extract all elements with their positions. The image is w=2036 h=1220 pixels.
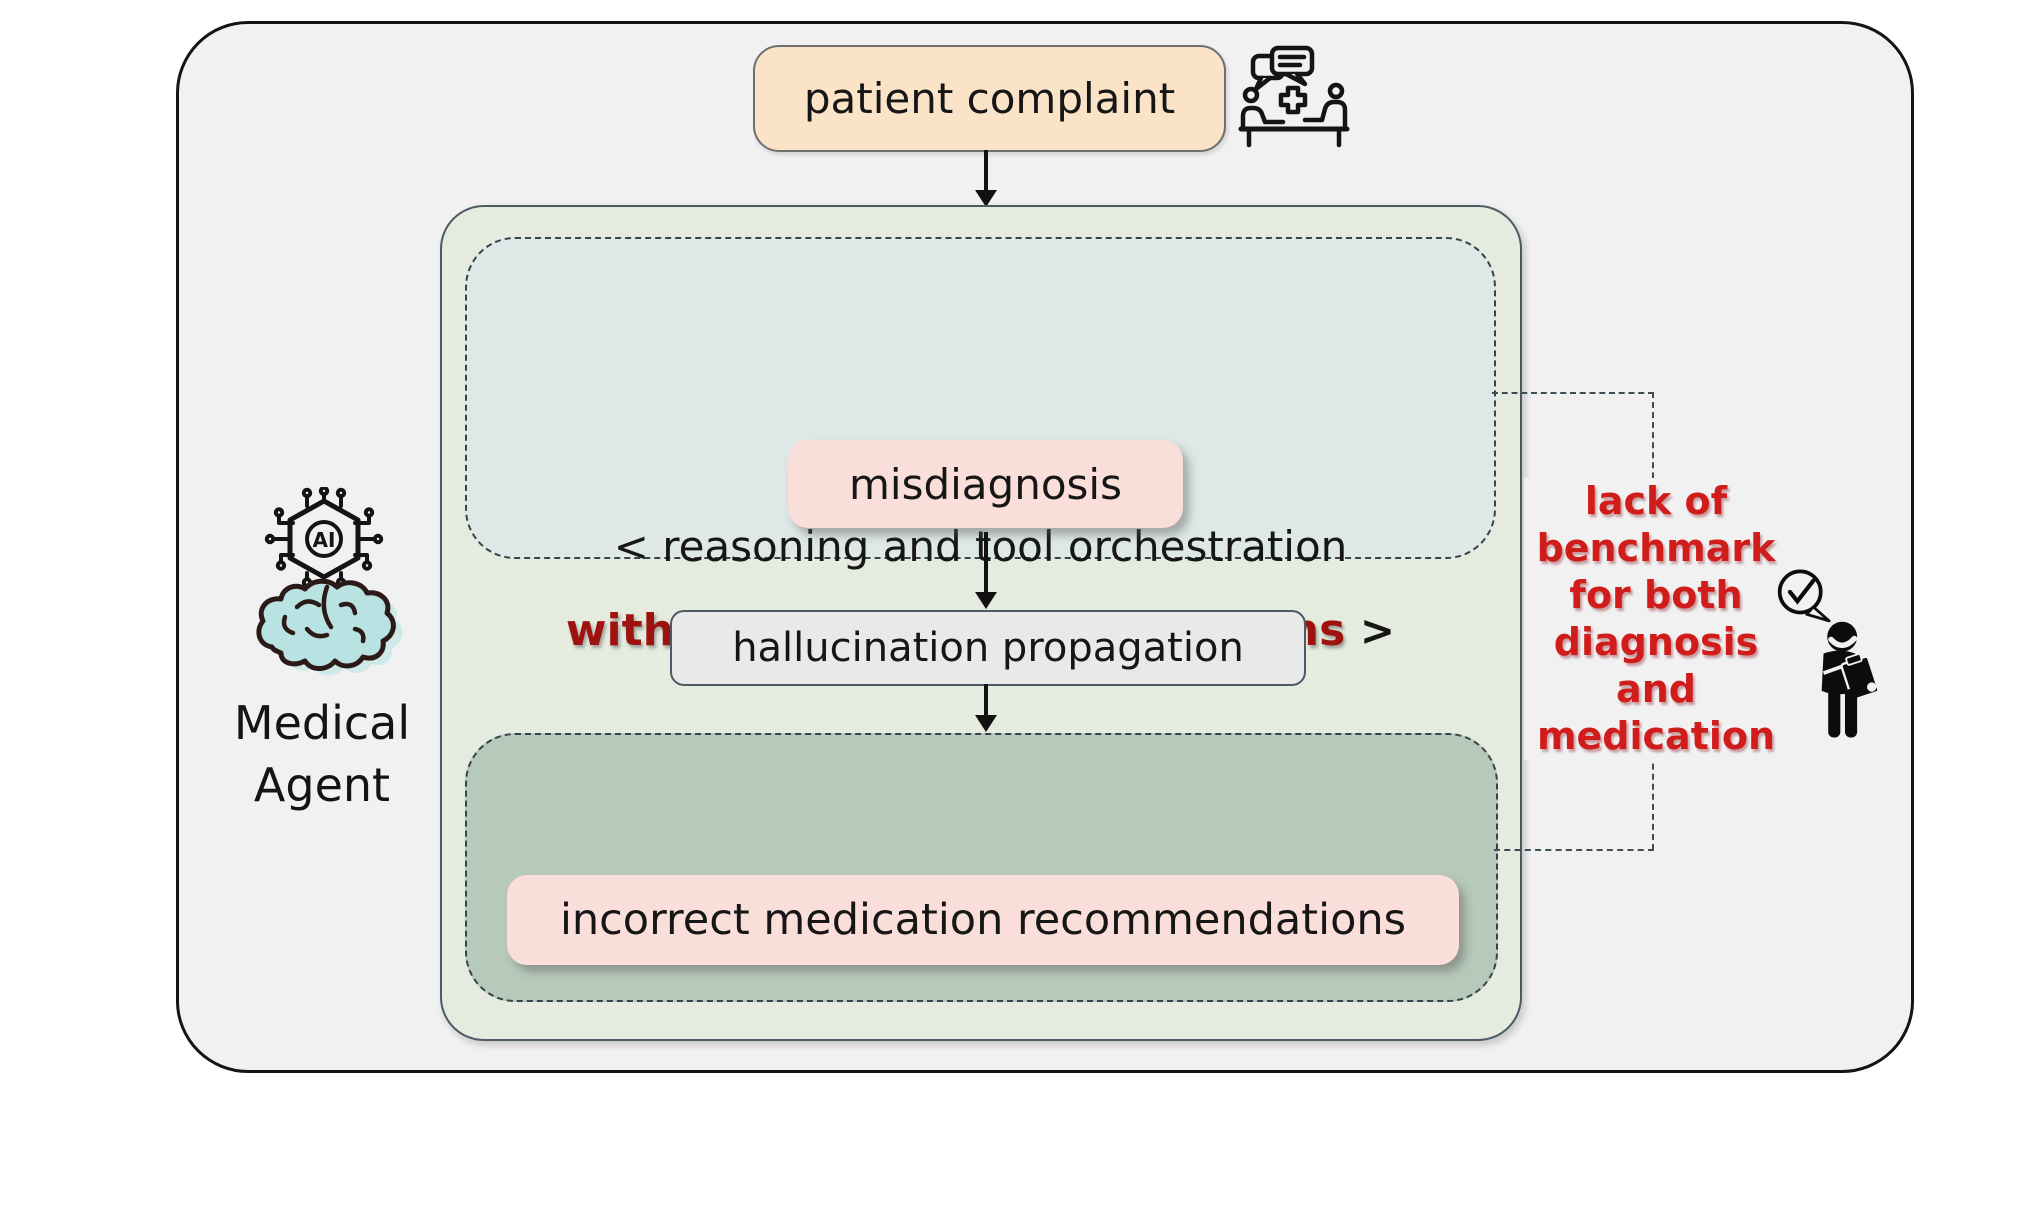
misdiagnosis-box: misdiagnosis <box>788 440 1183 528</box>
doctor-checklist-icon <box>1777 569 1880 738</box>
incorrect-medication-box: incorrect medication recommendations <box>507 875 1459 965</box>
benchmark-note: lack of benchmark for both diagnosis and… <box>1524 478 1788 760</box>
incorrect-medication-label: incorrect medication recommendations <box>559 895 1407 945</box>
ai-chip-brain-icon: AI <box>256 487 403 676</box>
patient-complaint-label: patient complaint <box>803 74 1176 123</box>
hallucination-propagation-box: hallucination propagation <box>670 610 1306 686</box>
stage1-line1: < reasoning and tool orchestration <box>613 522 1348 571</box>
hallucination-propagation-label: hallucination propagation <box>732 625 1244 671</box>
medical-agent-label: Medical Agent <box>233 696 411 812</box>
patient-complaint-box: patient complaint <box>753 45 1226 152</box>
bracket-top-line <box>1492 392 1654 394</box>
ai-chip-label: AI <box>313 528 336 552</box>
doctor-patient-consultation-icon <box>1238 45 1350 148</box>
bracket-bottom-line <box>1494 849 1654 851</box>
misdiagnosis-label: misdiagnosis <box>849 459 1122 509</box>
